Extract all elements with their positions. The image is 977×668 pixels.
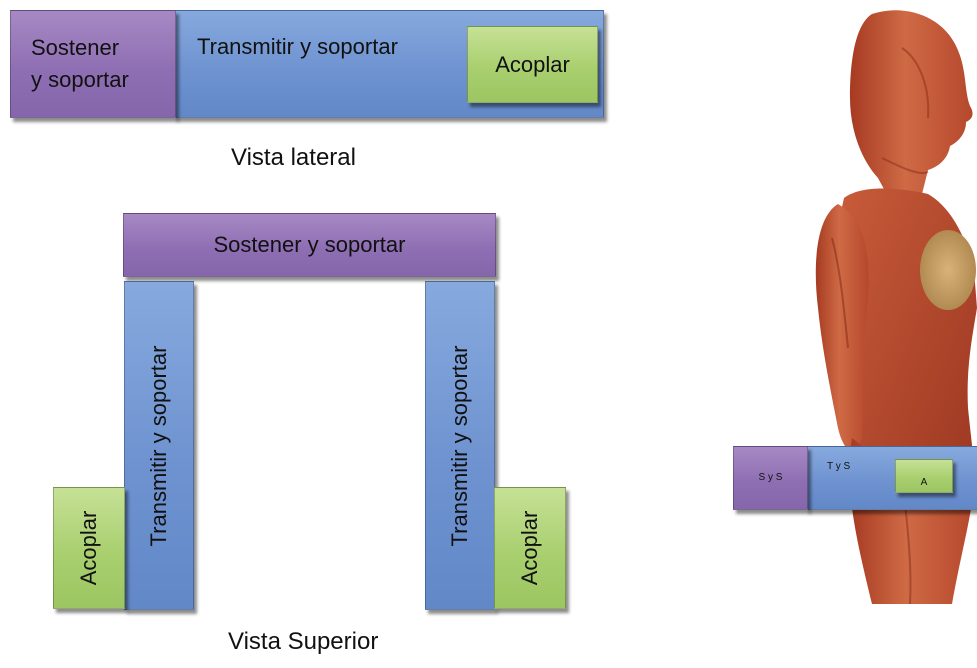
lateral-caption: Vista lateral — [231, 144, 356, 171]
lateral-sostener-block: Sostener y soportar — [10, 10, 176, 118]
lateral-sostener-label: Sostener y soportar — [31, 35, 129, 92]
lateral-acoplar-label: Acoplar — [495, 51, 570, 77]
superior-acoplar-left-label: Acoplar — [76, 510, 101, 586]
superior-transmitir-left-label: Transmitir y soportar — [146, 345, 171, 546]
superior-sostener-block: Sostener y soportar — [123, 213, 496, 277]
superior-acoplar-left-block: Acoplar — [53, 487, 125, 609]
lateral-transmitir-label: Transmitir y soportar — [197, 34, 398, 59]
superior-acoplar-right-label: Acoplar — [517, 510, 542, 586]
superior-transmitir-right-label: Transmitir y soportar — [447, 345, 472, 546]
superior-transmitir-right-block: Transmitir y soportar — [425, 281, 495, 610]
superior-acoplar-right-block: Acoplar — [494, 487, 566, 609]
figure-sys-label: S y S — [758, 472, 783, 483]
figure-a-label: A — [920, 477, 928, 488]
superior-transmitir-left-block: Transmitir y soportar — [124, 281, 194, 610]
arm-shape — [815, 204, 869, 451]
human-muscle-figure — [815, 10, 977, 604]
head-shape — [850, 10, 973, 204]
figure-sys-block: S y S — [733, 446, 808, 510]
lateral-acoplar-block: Acoplar — [467, 26, 598, 103]
superior-caption: Vista Superior — [228, 628, 379, 655]
breast-shape — [920, 230, 976, 310]
superior-sostener-label: Sostener y soportar — [213, 232, 406, 257]
figure-tys-label: T y S — [827, 461, 851, 472]
figure-a-block: A — [895, 459, 953, 493]
